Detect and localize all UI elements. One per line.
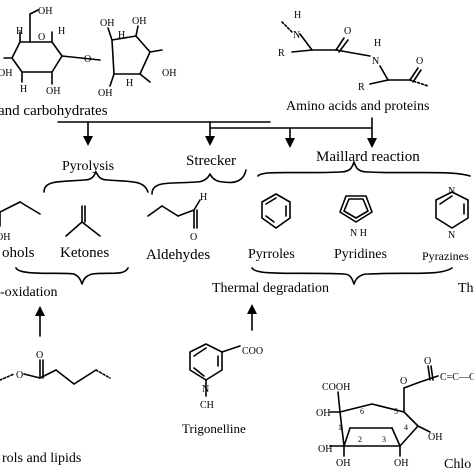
label-proteins: Amino acids and proteins (286, 99, 430, 114)
atom-o: O (424, 356, 431, 367)
label-aldehydes: Aldehydes (146, 247, 211, 263)
ring-number-2: 2 (358, 435, 362, 444)
atom-h: H (16, 26, 23, 37)
aldehyde-structure (147, 199, 201, 229)
ketone-structure (65, 205, 101, 237)
atom-o: O (190, 232, 197, 243)
atom-o: O (38, 32, 45, 43)
atom-nh: N H (350, 228, 367, 239)
label-trigonelline: Trigonelline (182, 421, 246, 436)
label-maillard: Maillard reaction (316, 149, 420, 165)
atom-oh: OH (38, 6, 52, 17)
atom-oh: OH (336, 458, 350, 469)
acyl-tail: C=C—CH=CH (440, 372, 474, 383)
atom-oh: OH (428, 432, 442, 443)
atom-o: O (416, 56, 423, 67)
ring-number-1: 1 (338, 423, 342, 432)
atom-oh: OH (0, 68, 12, 79)
atom-n: N (202, 384, 209, 395)
atom-o: O (36, 350, 43, 361)
atom-oh: OH (0, 232, 10, 243)
atom-n: N (448, 230, 455, 241)
ring-number-4: 4 (404, 423, 408, 432)
up-arrows (39, 311, 253, 337)
atom-r: R (358, 82, 365, 93)
atom-oh: OH (98, 88, 112, 99)
atom-r: R (278, 48, 285, 59)
atom-h: H (200, 192, 207, 203)
atom-cooh: COOH (322, 382, 350, 393)
atom-h: H (20, 84, 27, 95)
atom-n: N (293, 30, 300, 41)
atom-n: N (448, 186, 455, 197)
ring-number-5: 5 (394, 407, 398, 416)
atom-o: O (84, 54, 91, 65)
ring-number-3: 3 (382, 435, 386, 444)
peptide-structure (281, 21, 429, 87)
atom-h: H (374, 38, 381, 49)
braces (15, 161, 471, 285)
label-alcohols: ohols (2, 245, 35, 261)
label-thermal-right: Th (458, 281, 474, 296)
label-thermal-degradation: Thermal degradation (212, 281, 330, 296)
atom-oh: OH (316, 408, 330, 419)
source-arrows (57, 117, 373, 141)
atom-oh: OH (162, 68, 176, 79)
alcohol-chain (0, 201, 41, 227)
ring-number-6: 6 (360, 407, 364, 416)
atom-o: O (16, 370, 23, 381)
chlorogenic-structure (329, 365, 439, 457)
label-pyrazines: Pyrazines (422, 249, 469, 263)
atom-ch3: CH (200, 400, 214, 411)
label-strecker: Strecker (186, 153, 236, 169)
atom-oh: OH (46, 86, 60, 97)
label-pyridines: Pyridines (334, 247, 387, 262)
atom-o: O (344, 26, 351, 37)
atom-n: N (372, 56, 379, 67)
label-ketones: Ketones (60, 245, 110, 261)
atom-oh: OH (100, 18, 114, 29)
atom-oh: OH (132, 16, 146, 27)
atom-oh: OH (394, 458, 408, 469)
label-lipids: rols and lipids (2, 451, 82, 466)
pyrrole-ring-a (261, 193, 291, 229)
atom-h: H (126, 78, 133, 89)
label-pyrolysis: Pyrolysis (62, 159, 115, 174)
atom-h: H (294, 10, 301, 21)
label-pyrroles: Pyrroles (248, 247, 295, 262)
label-chlorogenic: Chlo (444, 457, 472, 472)
label-carbohydrates: and carbohydrates (0, 103, 108, 119)
pyrrole-ring-b (339, 195, 373, 223)
atom-oh: OH (318, 444, 332, 455)
atom-coo: COO (242, 346, 263, 357)
atom-o: O (400, 376, 407, 387)
trigonelline-structure (189, 343, 241, 397)
pyrazine-ring (435, 191, 469, 229)
atom-h: H (118, 30, 125, 41)
atom-h: H (58, 26, 65, 37)
lipid-chain (0, 359, 111, 385)
label-oxidation: -oxidation (0, 285, 58, 300)
disaccharide-structure (3, 9, 163, 87)
